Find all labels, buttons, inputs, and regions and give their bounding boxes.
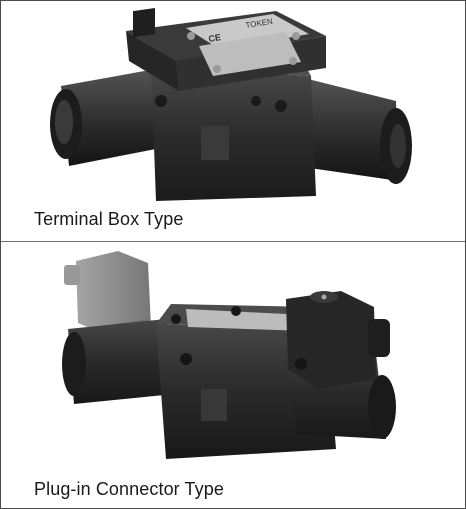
section-divider bbox=[1, 241, 465, 242]
terminal-box-type-caption: Terminal Box Type bbox=[34, 209, 184, 229]
plug-in-connector-valve-photo bbox=[56, 249, 426, 471]
terminal-box-valve-photo: TOKEN CE bbox=[41, 6, 421, 211]
nameplate-brand: TOKEN bbox=[245, 17, 274, 30]
ce-mark: CE bbox=[208, 32, 222, 44]
plug-in-connector-type-caption: Plug-in Connector Type bbox=[34, 479, 224, 499]
